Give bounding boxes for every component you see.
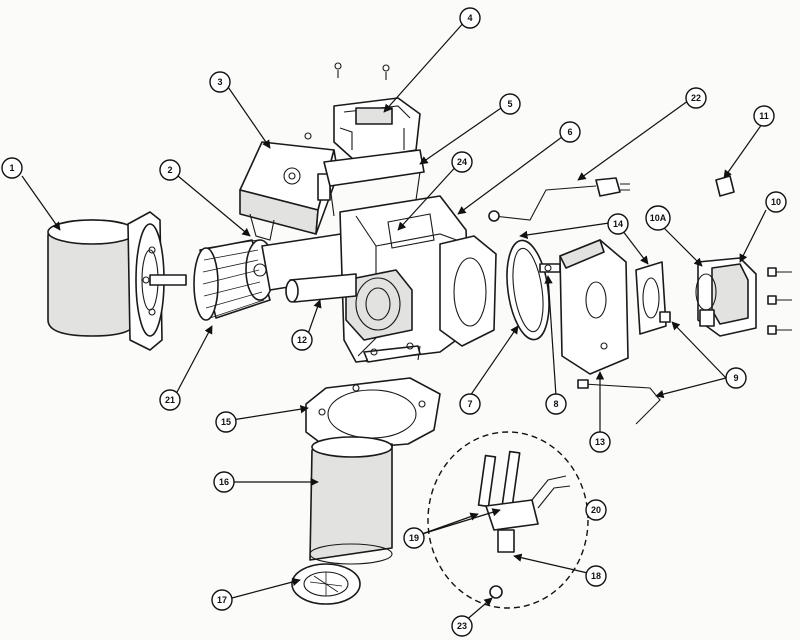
- callout-10: 10: [765, 191, 787, 213]
- callout-16: 16: [213, 471, 235, 493]
- callout-11: 11: [753, 105, 775, 127]
- gasket-ring: [506, 239, 550, 341]
- callout-2: 2: [159, 159, 181, 181]
- svg-text:13: 13: [595, 437, 605, 447]
- adjusting-screw: [539, 263, 561, 273]
- nozzle-assembly-detail: [427, 431, 589, 609]
- svg-text:18: 18: [591, 571, 601, 581]
- power-cord: [488, 177, 630, 222]
- callout-24: 24: [451, 151, 473, 173]
- fuel-pump: [695, 175, 792, 337]
- callout-1: 1: [1, 157, 23, 179]
- svg-text:11: 11: [759, 111, 769, 121]
- callout-23: 23: [451, 615, 473, 637]
- callout-21: 21: [159, 389, 181, 411]
- ignition-transformer: [239, 132, 339, 241]
- callout-5: 5: [499, 93, 521, 115]
- svg-text:2: 2: [167, 165, 172, 175]
- callout-4: 4: [459, 7, 481, 29]
- blower-wheel: [193, 239, 275, 321]
- callout-6: 6: [559, 121, 581, 143]
- air-tube: [285, 273, 357, 303]
- svg-text:14: 14: [613, 219, 623, 229]
- svg-text:15: 15: [221, 417, 231, 427]
- callout-8: 8: [545, 393, 567, 415]
- svg-text:16: 16: [219, 477, 229, 487]
- oil-line: [577, 311, 671, 425]
- svg-text:1: 1: [9, 163, 14, 173]
- callout-labels: 1 2 3 4 5 6 7 8 9 10 10A 11 12 13 14 15 …: [1, 7, 787, 637]
- callout-15: 15: [215, 411, 237, 433]
- callout-3: 3: [209, 71, 231, 93]
- callout-17: 17: [211, 589, 233, 611]
- burner-housing: [261, 195, 497, 363]
- svg-text:21: 21: [165, 395, 175, 405]
- svg-text:23: 23: [457, 621, 467, 631]
- svg-text:20: 20: [591, 505, 601, 515]
- callout-20: 20: [585, 499, 607, 521]
- svg-text:17: 17: [217, 595, 227, 605]
- callout-22: 22: [685, 87, 707, 109]
- control-mounting-plate: [323, 149, 425, 217]
- svg-text:9: 9: [733, 373, 738, 383]
- callout-18: 18: [585, 565, 607, 587]
- svg-text:12: 12: [297, 335, 307, 345]
- callout-14: 14: [607, 213, 629, 235]
- svg-text:3: 3: [217, 77, 222, 87]
- svg-text:10: 10: [771, 197, 781, 207]
- flange-gasket: [635, 261, 667, 335]
- callout-19: 19: [403, 527, 425, 549]
- callout-9: 9: [725, 367, 747, 389]
- svg-text:4: 4: [467, 13, 472, 23]
- svg-text:24: 24: [457, 157, 467, 167]
- callout-10a: 10A: [645, 205, 671, 231]
- fan-cover: [559, 239, 629, 375]
- svg-text:19: 19: [409, 533, 419, 543]
- svg-text:8: 8: [553, 399, 558, 409]
- leader-lines: [21, 19, 767, 623]
- svg-text:22: 22: [691, 93, 701, 103]
- callout-7: 7: [459, 393, 481, 415]
- motor: [47, 211, 187, 351]
- svg-text:5: 5: [507, 99, 512, 109]
- callout-12: 12: [291, 329, 313, 351]
- callout-13: 13: [589, 431, 611, 453]
- blast-tube: [309, 436, 393, 565]
- svg-text:7: 7: [467, 399, 472, 409]
- svg-text:10A: 10A: [650, 213, 667, 223]
- mounting-flange: [305, 377, 441, 451]
- end-cone: [291, 563, 361, 605]
- primary-control: [333, 62, 421, 161]
- svg-text:6: 6: [567, 127, 572, 137]
